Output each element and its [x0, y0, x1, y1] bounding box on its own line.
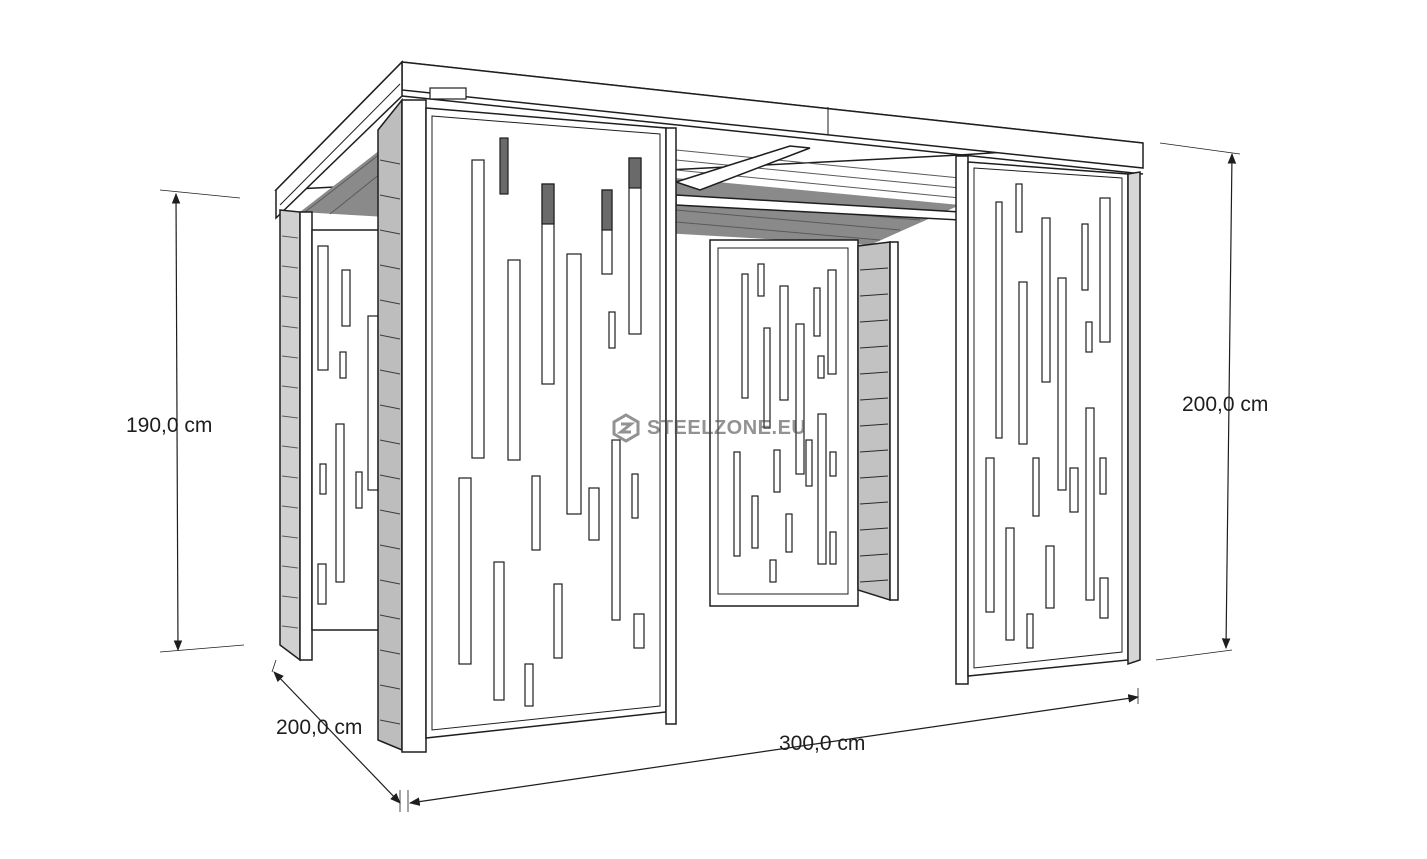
steelzone-logo-icon [612, 413, 640, 443]
watermark: STEELZONE.EU [611, 413, 806, 443]
width-label: 300,0 cm [779, 732, 866, 755]
height-right-dimension [1221, 152, 1237, 650]
left-side-wall [279, 209, 383, 662]
right-front-post [955, 155, 969, 685]
depth-label: 200,0 cm [276, 716, 363, 739]
watermark-text: STEELZONE.EU [647, 416, 807, 439]
dimension-lines [159, 142, 1241, 812]
height-right-label: 200,0 cm [1182, 393, 1269, 416]
width-dimension [408, 694, 1140, 806]
left-front-post [377, 97, 427, 753]
height-left-label: 190,0 cm [126, 414, 213, 437]
back-door-panel [709, 239, 899, 607]
right-panel [967, 161, 1141, 677]
depth-dimension [273, 671, 401, 804]
left-front-panel [425, 107, 677, 739]
height-left-dimension [171, 192, 183, 652]
